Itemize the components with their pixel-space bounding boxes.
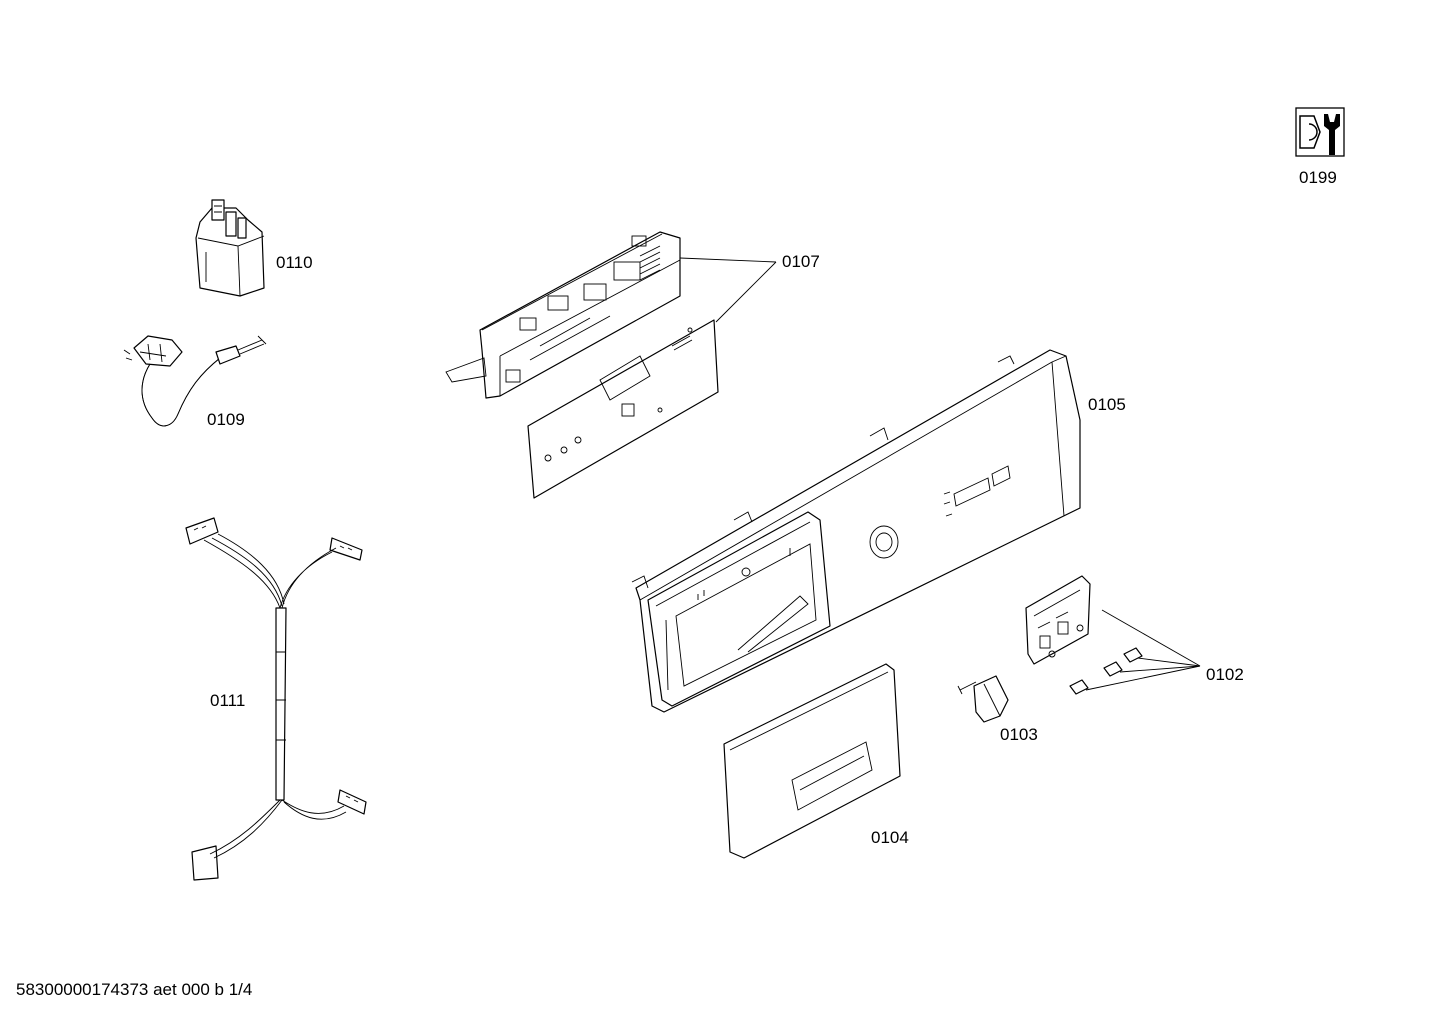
- callout-0103: 0103: [1000, 725, 1038, 744]
- leader-0102-c: [1137, 657, 1201, 667]
- callout-0109: 0109: [207, 410, 245, 429]
- part-0107-electronic-module: [445, 231, 681, 399]
- leader-0102-b: [1119, 665, 1201, 673]
- callout-0110: 0110: [276, 253, 313, 272]
- part-0104-drawer-front: [723, 663, 901, 859]
- callout-0104: 0104: [871, 828, 909, 847]
- part-0105-control-panel: [631, 349, 1081, 713]
- leader-0102-a: [1101, 609, 1201, 667]
- part-0103-selector-knob: [957, 675, 1009, 723]
- callout-0199: 0199: [1299, 168, 1337, 187]
- part-0110-interference-filter: [195, 199, 265, 297]
- callout-0105: 0105: [1088, 395, 1126, 414]
- leader-0107-a: [679, 257, 777, 263]
- callout-0111: 0111: [210, 691, 245, 710]
- nut-and-wrench-icon: [1295, 107, 1345, 157]
- leader-0107-b: [715, 261, 777, 323]
- callout-0102: 0102: [1206, 665, 1244, 684]
- callout-0107: 0107: [782, 252, 820, 271]
- part-0102-button-caps: [1069, 647, 1143, 695]
- leader-0102-d: [1085, 665, 1201, 691]
- document-id: 58300000174373 aet 000 b 1/4: [16, 980, 253, 999]
- part-0111-wiring-harness: [185, 517, 367, 881]
- part-0107-circuit-board: [527, 319, 719, 499]
- part-0109-mains-cable: [123, 335, 267, 427]
- part-0102-switch-module: [1025, 575, 1091, 665]
